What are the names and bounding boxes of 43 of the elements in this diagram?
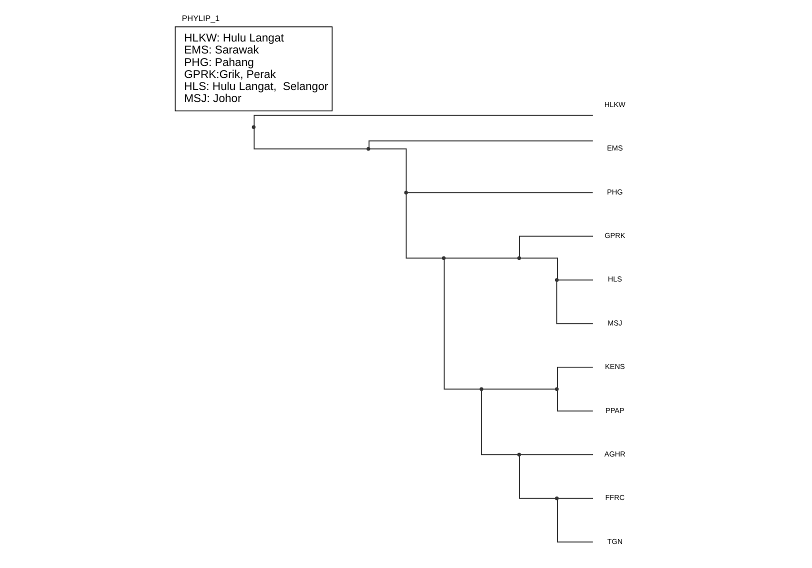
node-text: PPAP — [605, 406, 624, 415]
node-point — [517, 256, 522, 260]
connector — [254, 114, 594, 126]
connector — [519, 236, 594, 258]
connector — [558, 279, 594, 280]
node-text: FFRC — [605, 493, 625, 502]
node-text: EMS — [607, 144, 623, 153]
connector — [406, 194, 443, 259]
node-text: PHG — [607, 187, 623, 196]
node-text: HLS — [608, 274, 622, 284]
connector — [480, 390, 518, 456]
node-point — [442, 256, 446, 260]
node-point — [366, 147, 370, 151]
node-point — [555, 496, 559, 500]
connector — [557, 366, 594, 388]
connector — [444, 258, 518, 259]
connector — [557, 499, 594, 542]
connector — [368, 140, 594, 148]
node-point — [555, 387, 559, 391]
connector — [519, 456, 556, 499]
node-box: HLKW: Hulu Langat EMS: Sarawak PHG: Pahang GPRK:Grik, Perak HLS: Hulu Langat, Selangor MSJ: Johor — [174, 26, 333, 112]
node-point — [517, 452, 522, 457]
node-point — [480, 387, 484, 391]
connector — [556, 280, 594, 324]
node-point — [555, 278, 559, 282]
node-point — [404, 190, 408, 194]
connector — [444, 259, 480, 390]
connector — [558, 498, 594, 499]
connector — [520, 454, 594, 456]
node-text: GPRK — [604, 231, 626, 240]
connector — [407, 192, 594, 194]
connector — [557, 390, 594, 412]
node-text: AGHR — [604, 449, 626, 458]
node-point — [252, 125, 256, 129]
connector — [482, 388, 556, 390]
connector — [520, 258, 558, 279]
connector — [370, 148, 407, 192]
connector — [254, 128, 368, 150]
node-text: HLKW — [604, 100, 626, 110]
node-text: MSJ — [608, 318, 622, 328]
node-text: TGN — [607, 536, 623, 546]
node-text: KENS — [605, 362, 625, 372]
diagram-title: PHYLIP_1 — [182, 14, 220, 24]
